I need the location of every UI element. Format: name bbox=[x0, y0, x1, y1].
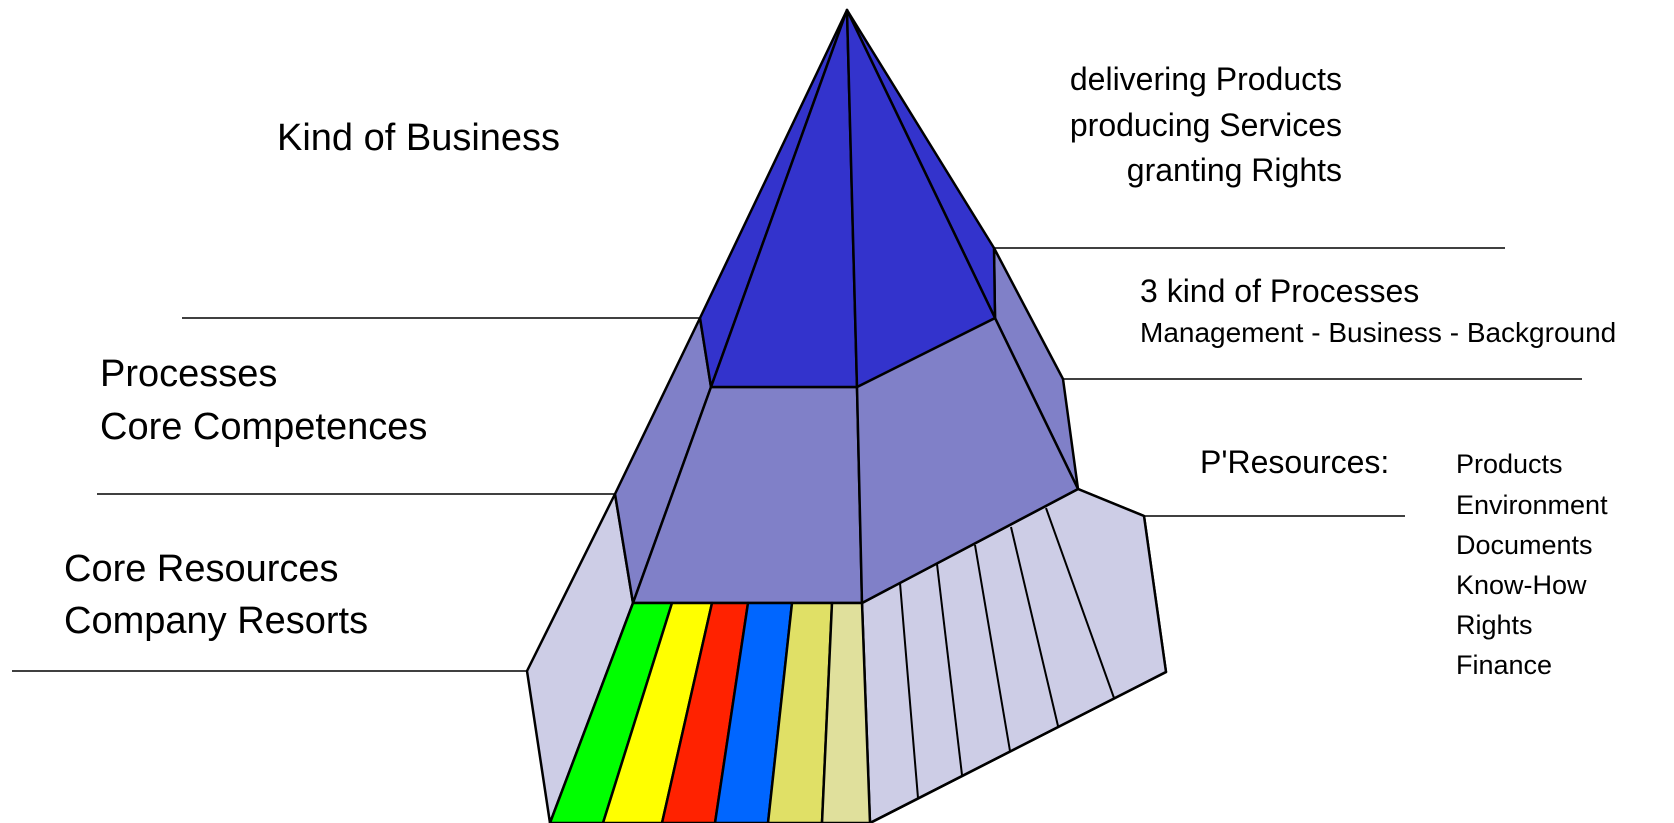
label-core-competences: Core Competences bbox=[100, 406, 427, 448]
label-processes: Processes bbox=[100, 353, 277, 395]
resource-stripe bbox=[601, 601, 714, 823]
base-slab-dividers bbox=[899, 507, 1115, 799]
label-kind-of-business: Kind of Business bbox=[277, 117, 560, 159]
label-process-kinds-title: 3 kind of Processes bbox=[1140, 273, 1419, 309]
resource-stripes bbox=[548, 601, 872, 823]
base-slab-divider bbox=[899, 582, 919, 799]
base-slab-divider bbox=[974, 544, 1011, 752]
base-slab-divider bbox=[936, 563, 963, 776]
p-resource-item: Products bbox=[1456, 449, 1563, 479]
resource-stripe bbox=[820, 601, 872, 823]
label-company-resorts: Company Resorts bbox=[64, 600, 368, 642]
top-tier-right-front-face bbox=[845, 8, 997, 389]
base-slab-bottom-edge bbox=[869, 670, 1167, 823]
resource-stripe bbox=[548, 601, 674, 823]
p-resource-item: Finance bbox=[1456, 650, 1552, 680]
label-p-resources-title: P'Resources: bbox=[1200, 444, 1389, 480]
resource-stripe bbox=[660, 601, 750, 823]
base-slab-divider bbox=[1010, 526, 1059, 727]
leader-lines bbox=[12, 247, 1582, 672]
output-item: producing Services bbox=[1070, 107, 1342, 143]
top-tier-front-face bbox=[709, 8, 859, 389]
output-item: delivering Products bbox=[1070, 61, 1342, 97]
label-core-resources: Core Resources bbox=[64, 548, 339, 590]
p-resource-item: Rights bbox=[1456, 610, 1533, 640]
resource-stripe bbox=[766, 601, 834, 823]
p-resource-item: Environment bbox=[1456, 490, 1608, 520]
label-process-kinds-detail: Management - Business - Background bbox=[1140, 317, 1616, 348]
output-item: granting Rights bbox=[1127, 152, 1342, 188]
p-resource-item: Know-How bbox=[1456, 570, 1587, 600]
p-resource-item: Documents bbox=[1456, 530, 1593, 560]
base-slab-divider bbox=[1045, 507, 1115, 699]
pyramid bbox=[525, 8, 1168, 823]
